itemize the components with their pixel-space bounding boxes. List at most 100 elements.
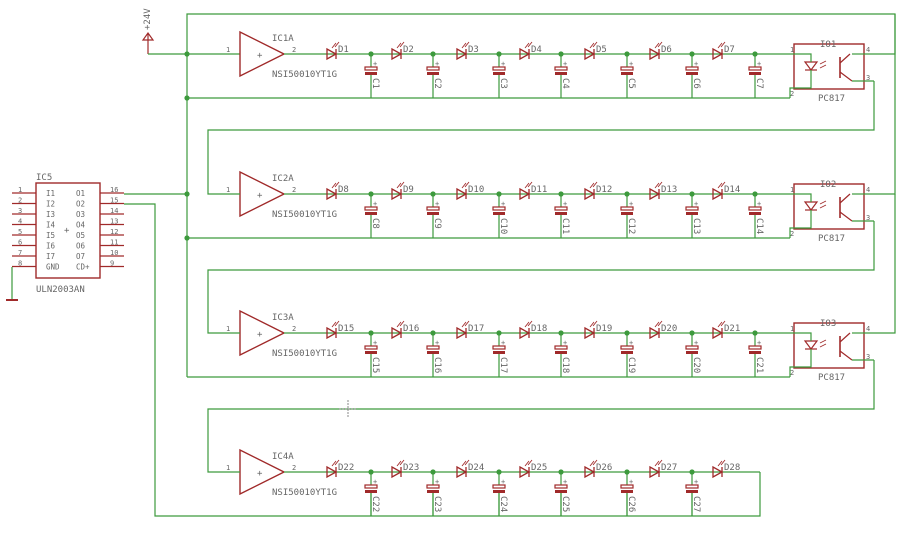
led-diode: D15 bbox=[326, 320, 354, 340]
ic5-center-mark: + bbox=[64, 226, 70, 236]
capacitor-plate-pos bbox=[364, 66, 378, 71]
wire bbox=[207, 221, 875, 334]
junction-dot bbox=[689, 330, 695, 336]
capacitor: +C16 bbox=[426, 330, 442, 377]
capacitor: +C22 bbox=[364, 469, 380, 516]
junction-dot bbox=[752, 191, 758, 197]
opto-pin: 2 bbox=[790, 230, 794, 238]
light-emission-icon bbox=[396, 41, 405, 49]
capacitor-ref-label: C20 bbox=[691, 357, 701, 373]
capacitor-plate-pos bbox=[426, 345, 440, 350]
junction-dot bbox=[368, 191, 374, 197]
ic5-pin-name: I4 bbox=[46, 221, 56, 230]
capacitor-plate-neg bbox=[493, 490, 505, 493]
ic5-pin-number: 4 bbox=[18, 218, 22, 226]
capacitor-plate-neg bbox=[493, 72, 505, 75]
diode-triangle bbox=[649, 47, 661, 61]
capacitor-plate-neg bbox=[427, 212, 439, 215]
junction-dot bbox=[558, 330, 564, 336]
capacitor-plate-neg bbox=[749, 212, 761, 215]
junction-dot bbox=[558, 191, 564, 197]
capacitor-plate-pos bbox=[685, 206, 699, 211]
junction-dot bbox=[624, 469, 630, 475]
ic5-pin-number: 11 bbox=[110, 239, 118, 247]
diode-triangle bbox=[391, 326, 403, 340]
opto-pin: 2 bbox=[790, 369, 794, 377]
wire bbox=[789, 70, 812, 98]
led-diode: D4 bbox=[519, 41, 542, 61]
junction-dot bbox=[368, 330, 374, 336]
diode-triangle bbox=[649, 465, 661, 479]
capacitor-plus: + bbox=[563, 339, 567, 347]
regulator-symbol bbox=[239, 30, 286, 78]
diode-ref-label: D17 bbox=[468, 324, 484, 334]
diode-ref-label: D8 bbox=[338, 185, 349, 195]
capacitor: +C21 bbox=[748, 330, 764, 377]
ic5-pin-number: 9 bbox=[110, 260, 114, 268]
light-emission-icon bbox=[461, 41, 470, 49]
capacitor-plate-pos bbox=[554, 484, 568, 489]
regulator-plus: + bbox=[257, 51, 263, 61]
opto-light-icon bbox=[819, 200, 827, 209]
light-emission-icon bbox=[717, 320, 726, 328]
junction-dot bbox=[752, 51, 758, 57]
opto-light-icon bbox=[819, 60, 827, 69]
ic5-pin-name: GND bbox=[46, 263, 60, 272]
ic5-pin-name: O7 bbox=[76, 252, 85, 261]
diode-ref-label: D12 bbox=[596, 185, 612, 195]
diode-triangle bbox=[584, 187, 596, 201]
ic5-pin-number: 7 bbox=[18, 249, 22, 257]
transistor-icon bbox=[839, 53, 853, 82]
led-diode: D7 bbox=[712, 41, 735, 61]
capacitor-plate-neg bbox=[555, 351, 567, 354]
diode-ref-label: D24 bbox=[468, 463, 484, 473]
wire bbox=[207, 360, 875, 473]
capacitor-ref-label: C27 bbox=[691, 496, 701, 512]
ic5-pin-name: O3 bbox=[76, 210, 85, 219]
regulator-ref-label: IC1A bbox=[272, 34, 294, 44]
ic5-pin-name: CD+ bbox=[76, 263, 90, 272]
capacitor: +C24 bbox=[492, 469, 508, 516]
led-diode: D14 bbox=[712, 181, 740, 201]
capacitor: +C4 bbox=[554, 51, 570, 98]
diode-triangle bbox=[584, 465, 596, 479]
wire bbox=[789, 349, 812, 377]
capacitor-plate-pos bbox=[492, 206, 506, 211]
regulator-pin-out: 2 bbox=[292, 464, 296, 472]
power-label: +24V bbox=[143, 8, 153, 30]
ic5-body bbox=[35, 182, 101, 279]
opto-pin: 3 bbox=[866, 74, 870, 82]
led-diode: D17 bbox=[456, 320, 484, 340]
diode-triangle bbox=[391, 47, 403, 61]
regulator-pin-in: 1 bbox=[226, 325, 230, 333]
capacitor-plate-neg bbox=[555, 490, 567, 493]
junction-dot bbox=[624, 51, 630, 57]
led-diode: D12 bbox=[584, 181, 612, 201]
capacitor-ref-label: C14 bbox=[754, 218, 764, 234]
capacitor: +C10 bbox=[492, 191, 508, 238]
junction-dot bbox=[496, 51, 502, 57]
capacitor-ref-label: C22 bbox=[370, 496, 380, 512]
junction-dot bbox=[689, 469, 695, 475]
ic5-value-label: ULN2003AN bbox=[36, 285, 85, 295]
opto-led-icon bbox=[803, 201, 819, 211]
junction-dot bbox=[558, 51, 564, 57]
led-diode: D10 bbox=[456, 181, 484, 201]
capacitor: +C18 bbox=[554, 330, 570, 377]
capacitor: +C17 bbox=[492, 330, 508, 377]
wire bbox=[789, 210, 812, 238]
capacitor-plate-pos bbox=[685, 66, 699, 71]
junction-dot bbox=[496, 469, 502, 475]
capacitor-plate-pos bbox=[426, 206, 440, 211]
capacitor-plus: + bbox=[373, 339, 377, 347]
diode-ref-label: D9 bbox=[403, 185, 414, 195]
diode-ref-label: D5 bbox=[596, 45, 607, 55]
ic5-pin-number: 10 bbox=[110, 249, 118, 257]
junction-dot bbox=[689, 191, 695, 197]
capacitor-plus: + bbox=[435, 200, 439, 208]
light-emission-icon bbox=[396, 459, 405, 467]
capacitor-plus: + bbox=[694, 200, 698, 208]
capacitor-plate-pos bbox=[685, 484, 699, 489]
capacitor-plate-pos bbox=[554, 206, 568, 211]
